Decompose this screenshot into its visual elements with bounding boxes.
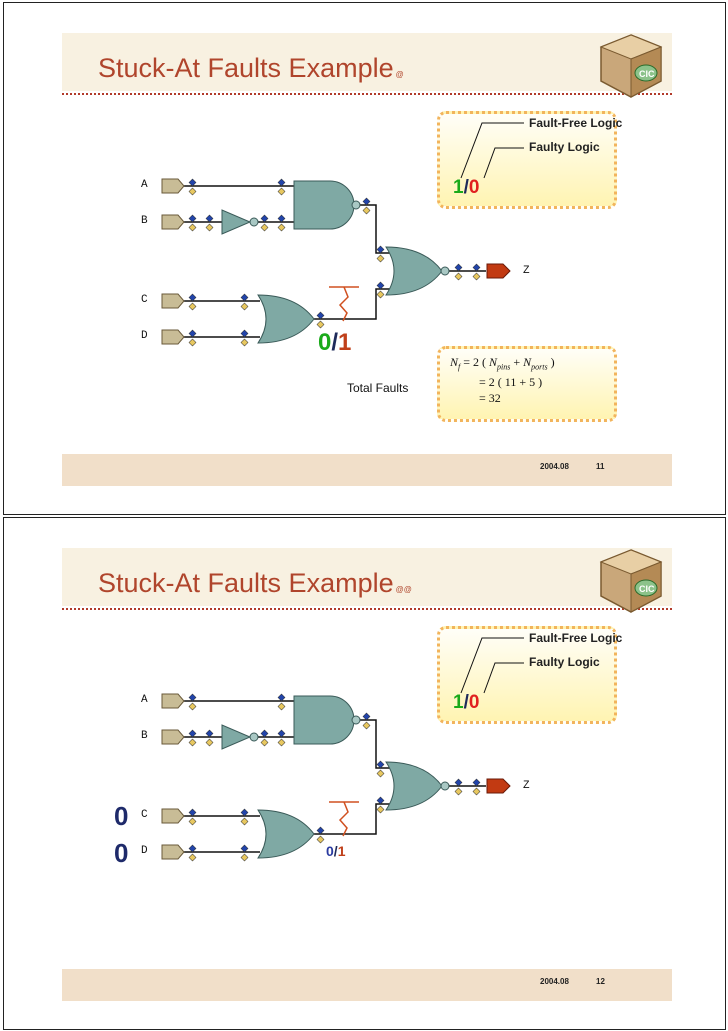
header-band <box>62 548 672 606</box>
fault-value: 0/1 <box>326 843 346 859</box>
slide-12: Stuck-At Faults Example@@ CIC Fault-Free… <box>3 517 726 1030</box>
logic-circuit <box>161 122 524 347</box>
cic-logo-icon: CIC <box>599 34 663 98</box>
page-number: 12 <box>596 977 605 986</box>
fault-value: 0/1 <box>318 329 352 356</box>
legend-fault-free: Fault-Free Logic <box>529 631 623 645</box>
slide-title: Stuck-At Faults Example@@ <box>98 568 412 598</box>
pin-label-b: B <box>141 215 148 227</box>
svg-text:CIC: CIC <box>639 69 655 79</box>
footer-band <box>62 969 672 1001</box>
slide-11: Stuck-At Faults Example@ CIC Fault-Free … <box>3 2 726 515</box>
legend-value: 1/0 <box>453 692 480 713</box>
pin-label-a: A <box>141 179 148 191</box>
header-divider <box>62 93 672 95</box>
formula-line-2: = 2 ( 11 + 5 ) <box>479 375 543 389</box>
pin-label-b: B <box>141 730 148 742</box>
pin-label-z: Z <box>523 780 530 792</box>
input-d-value: 0 <box>114 838 129 868</box>
header-divider <box>62 608 672 610</box>
formula-box <box>437 346 617 422</box>
footer-date: 2004.08 <box>540 977 569 986</box>
pin-label-c: C <box>141 809 148 821</box>
legend-box <box>437 626 617 724</box>
footer-band <box>62 454 672 486</box>
header-band <box>62 33 672 91</box>
legend-faulty: Faulty Logic <box>529 655 600 669</box>
formula-line-3: = 32 <box>479 391 501 405</box>
formula-line-1: Nf = 2 ( Npins + Nports ) <box>450 355 555 372</box>
legend-faulty: Faulty Logic <box>529 140 600 154</box>
pin-label-a: A <box>141 694 148 706</box>
title-mark: @@ <box>395 585 412 594</box>
title-mark: @ <box>395 70 404 79</box>
pin-label-d: D <box>141 330 148 342</box>
footer-date: 2004.08 <box>540 462 569 471</box>
legend-box <box>437 111 617 209</box>
input-c-value: 0 <box>114 801 129 831</box>
total-faults-label: Total Faults <box>347 381 409 395</box>
legend-fault-free: Fault-Free Logic <box>529 116 623 130</box>
cic-logo-icon: CIC <box>599 549 663 613</box>
logic-circuit <box>161 637 524 862</box>
pin-label-z: Z <box>523 265 530 277</box>
slide-title: Stuck-At Faults Example@ <box>98 53 404 83</box>
pin-label-c: C <box>141 294 148 306</box>
legend-value: 1/0 <box>453 177 480 198</box>
page-number: 11 <box>596 462 605 471</box>
pin-label-d: D <box>141 845 148 857</box>
svg-text:CIC: CIC <box>639 584 655 594</box>
